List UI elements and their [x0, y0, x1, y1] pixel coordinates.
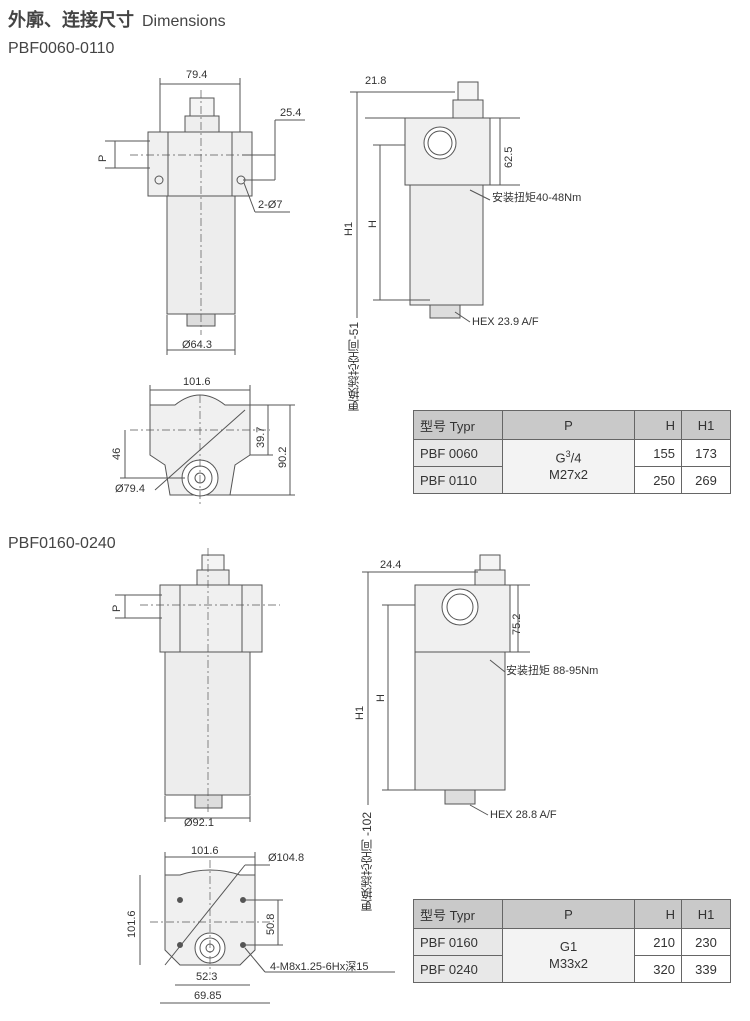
- cell-h1: 269: [681, 466, 731, 494]
- dim-bowl-dia: Ø64.3: [182, 339, 212, 351]
- dim-top-offset-2: 24.4: [380, 559, 402, 571]
- hex-note-2: HEX 28.8 A/F: [490, 809, 557, 821]
- top-mid-h: 39.7: [255, 426, 267, 448]
- cell-type: PBF 0160: [413, 928, 503, 956]
- dim-block-height-2: 75.2: [511, 613, 523, 635]
- dim-bowl-dia-2: Ø92.1: [184, 817, 214, 829]
- table-header: 型号 Typr P H H1: [413, 410, 731, 440]
- header-p: P: [502, 899, 635, 929]
- header-type: 型号 Typr: [413, 899, 503, 929]
- dim-port-2: P: [111, 604, 123, 612]
- torque-note-2: 安装扭矩 88-95Nm: [506, 665, 599, 677]
- top-width-2: 101.6: [191, 845, 219, 857]
- cell-h1: 339: [681, 955, 731, 983]
- service-space-note: 更换滤芯空间-51: [347, 322, 361, 412]
- hex-note: HEX 23.9 A/F: [472, 316, 539, 328]
- dim-top-offset: 21.8: [365, 75, 387, 87]
- front-view-2: [115, 548, 280, 822]
- cell-h: 210: [634, 928, 682, 956]
- dim-h-2: H: [375, 694, 387, 702]
- cell-type: PBF 0060: [413, 439, 503, 467]
- cell-h: 320: [634, 955, 682, 983]
- top-view-2: [139, 852, 395, 1004]
- top-view-1: [120, 385, 295, 505]
- side-view-1: [350, 81, 520, 323]
- cell-h1: 230: [681, 928, 731, 956]
- page-title: 外廓、连接尺寸 Dimensions: [8, 6, 226, 32]
- top-dia-2: Ø104.8: [268, 852, 305, 864]
- top-dia: Ø79.4: [115, 483, 145, 495]
- title-en: Dimensions: [142, 13, 226, 30]
- torque-note: 安装扭矩40-48Nm: [492, 192, 582, 204]
- cell-type: PBF 0240: [413, 955, 503, 983]
- header-type: 型号 Typr: [413, 410, 503, 440]
- cell-type: PBF 0110: [413, 466, 503, 494]
- table-row: PBF 0110 250 269: [413, 466, 731, 494]
- table-header: 型号 Typr P H H1: [413, 899, 731, 929]
- section-title-1: PBF0060-0110: [8, 40, 115, 57]
- service-space-note-2: 更换滤芯空间 -102: [360, 812, 374, 912]
- dim-h1-2: H1: [354, 705, 366, 720]
- dim-holes: 2-Ø7: [258, 199, 283, 211]
- title-cn: 外廓、连接尺寸: [8, 10, 134, 30]
- header-h1: H1: [681, 410, 731, 440]
- dim-h: H: [367, 220, 379, 228]
- dim-offset: 25.4: [280, 107, 302, 119]
- header-h1: H1: [681, 899, 731, 929]
- table-row: PBF 0240 320 339: [413, 955, 731, 983]
- dim-block-height: 62.5: [503, 146, 515, 168]
- hole-spacing-h: 52.3: [196, 971, 218, 983]
- outer-dim: 69.85: [194, 990, 222, 1002]
- dim-h1: H1: [343, 221, 355, 236]
- top-left-h: 46: [111, 447, 123, 460]
- cell-h: 155: [634, 439, 682, 467]
- header-h: H: [634, 410, 682, 440]
- top-width: 101.6: [183, 376, 211, 388]
- side-view-2: [362, 554, 530, 816]
- front-view-1: [105, 78, 305, 355]
- header-h: H: [634, 899, 682, 929]
- dim-port: P: [97, 154, 109, 162]
- dim-width: 79.4: [186, 69, 208, 81]
- top-height-2: 101.6: [126, 910, 138, 938]
- hole-spacing-v: 50.8: [265, 913, 277, 935]
- thread-note: 4-M8x1.25-6Hx深15: [270, 961, 369, 973]
- header-p: P: [502, 410, 635, 440]
- cell-h1: 173: [681, 439, 731, 467]
- section-title-2: PBF0160-0240: [8, 535, 116, 552]
- top-total-h: 90.2: [277, 446, 289, 468]
- cell-h: 250: [634, 466, 682, 494]
